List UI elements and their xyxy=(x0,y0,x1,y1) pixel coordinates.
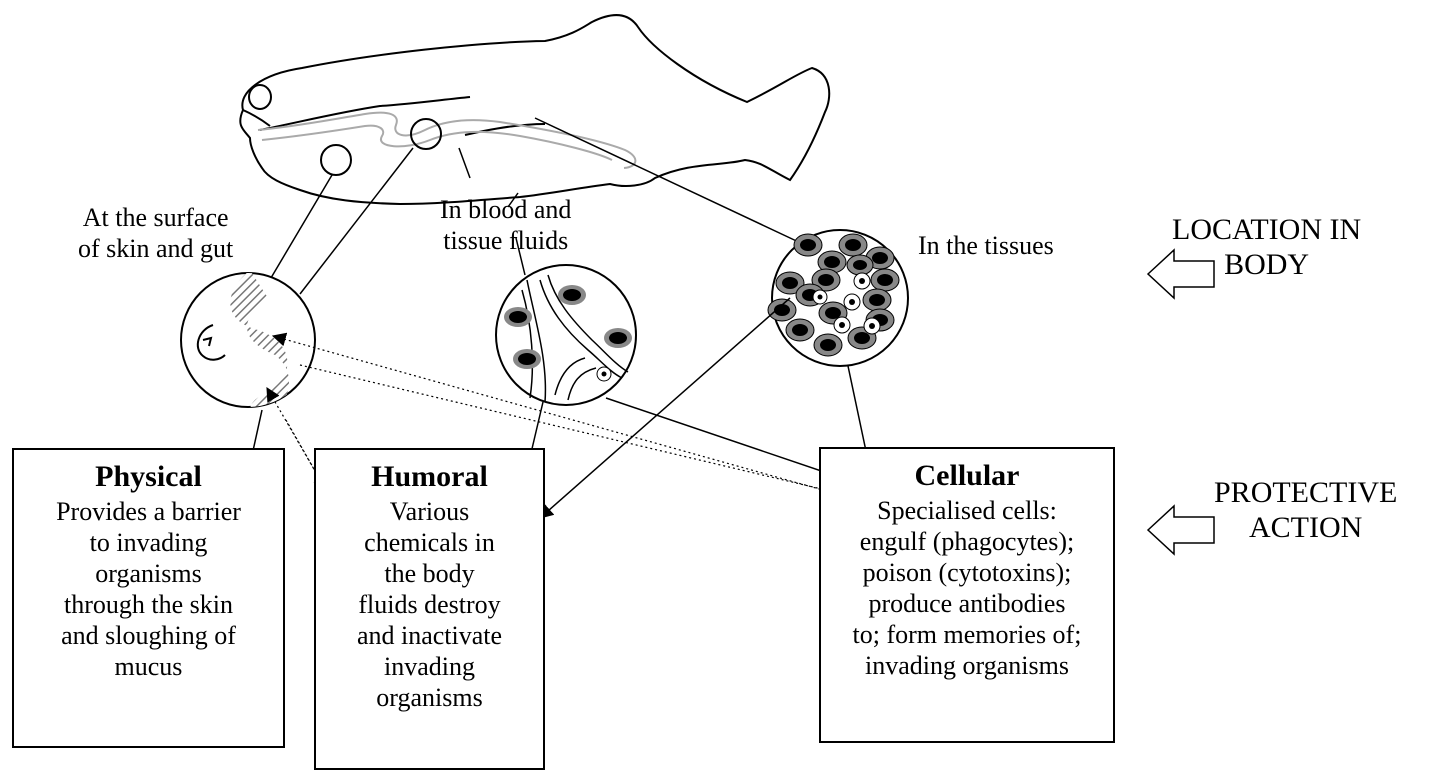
cellular-box: Cellular Specialised cells: engulf (phag… xyxy=(819,447,1115,743)
physical-box: Physical Provides a barrier to invading … xyxy=(12,448,285,748)
fish-eye xyxy=(249,85,271,109)
humoral-box: Humoral Various chemicals in the body fl… xyxy=(314,448,545,770)
humoral-title: Humoral xyxy=(316,460,543,494)
tissues-location-label: In the tissues xyxy=(918,230,1054,261)
physical-description: Provides a barrier to invading organisms… xyxy=(14,496,283,682)
skin-zoom-marker xyxy=(321,145,351,175)
blood-detail-circle xyxy=(496,265,636,405)
humoral-description: Various chemicals in the body fluids des… xyxy=(316,496,543,713)
physical-title: Physical xyxy=(14,460,283,494)
surface-detail-circle xyxy=(181,270,315,420)
protective-action-label: PROTECTIVE ACTION xyxy=(1214,475,1397,545)
cellular-description: Specialised cells: engulf (phagocytes); … xyxy=(821,495,1113,681)
fish-illustration xyxy=(240,15,829,204)
fish-gut xyxy=(258,113,635,168)
cellular-title: Cellular xyxy=(821,459,1113,493)
surface-location-label: At the surface of skin and gut xyxy=(78,202,233,264)
location-in-body-label: LOCATION IN BODY xyxy=(1172,212,1361,282)
blood-location-label: In blood and tissue fluids xyxy=(440,194,571,256)
protective-pointer-arrow xyxy=(1148,506,1214,554)
